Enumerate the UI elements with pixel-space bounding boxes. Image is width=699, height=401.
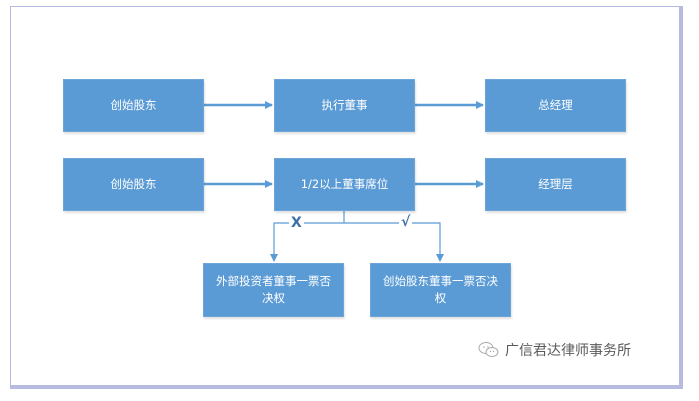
wechat-icon	[478, 342, 499, 357]
node-founder-2: 创始股东	[63, 158, 204, 211]
cross-mark: X	[289, 215, 304, 231]
watermark-text: 广信君达律师事务所	[505, 343, 631, 359]
node-executive-director: 执行董事	[274, 79, 415, 132]
watermark: 广信君达律师事务所	[478, 340, 631, 360]
branch-left	[270, 222, 344, 262]
node-founder-veto: 创始股东董事一票否决权	[370, 263, 511, 317]
branch-right	[344, 222, 444, 262]
check-mark: √	[399, 214, 413, 230]
node-general-manager: 总经理	[485, 79, 626, 132]
node-management: 经理层	[485, 158, 626, 211]
node-investor-veto: 外部投资者董事一票否决权	[203, 263, 344, 317]
node-founder-1: 创始股东	[63, 79, 204, 132]
node-board-majority: 1/2以上董事席位	[274, 158, 415, 211]
